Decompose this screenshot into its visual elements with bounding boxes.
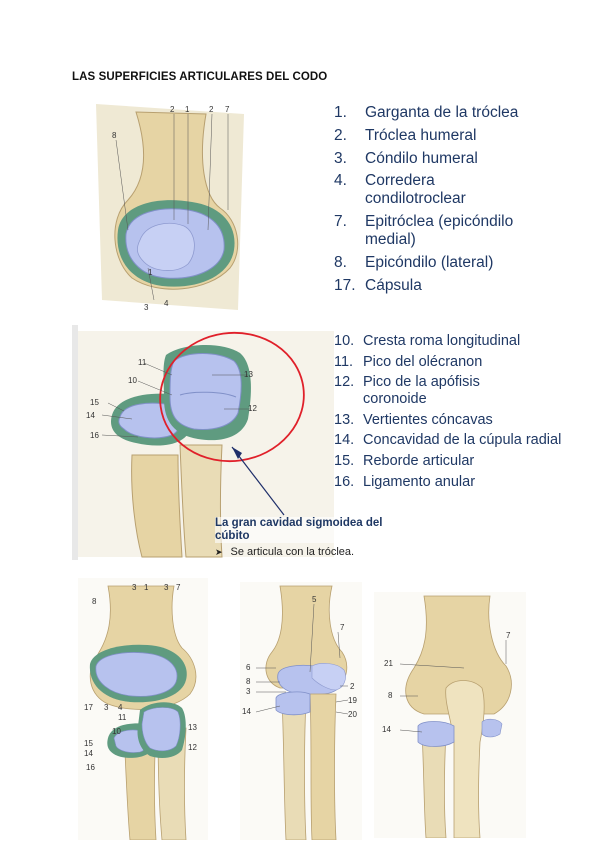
figure5-label-8: 8 bbox=[388, 691, 393, 700]
list-item-number: 10. bbox=[334, 333, 355, 349]
list-item: 17. Cápsula bbox=[334, 277, 565, 295]
figure3-label-16: 16 bbox=[86, 763, 95, 772]
list-item-number: 14. bbox=[334, 432, 355, 449]
list-item-text: Cresta roma longitudinal bbox=[363, 333, 521, 349]
list-item-text: Cóndilo humeral bbox=[365, 149, 478, 167]
figure1-label-1: 1 bbox=[185, 105, 190, 114]
list-item-text: Vertientes cóncavas bbox=[363, 411, 493, 428]
list-item: 12. Pico de la apófisis coronoide bbox=[334, 374, 563, 407]
list-item-number: 17. bbox=[334, 276, 356, 294]
list-item-number: 4. bbox=[334, 172, 347, 190]
figure1-label-2b: 2 bbox=[209, 105, 214, 114]
list-item-number: 2. bbox=[334, 126, 347, 144]
figure1-label-2a: 2 bbox=[170, 105, 175, 114]
list-item-text: Corredera condilotroclear bbox=[365, 172, 466, 208]
list-item: 2. Tróclea humeral bbox=[334, 127, 565, 145]
list-item: 3. Cóndilo humeral bbox=[334, 150, 565, 168]
figure3-label-8: 8 bbox=[92, 597, 97, 606]
figure2-label-15: 15 bbox=[90, 398, 99, 407]
figure3-label-3c: 3 bbox=[104, 703, 109, 712]
list-item: 15. Reborde articular bbox=[334, 453, 563, 470]
list-item-text: Pico de la apófisis coronoide bbox=[363, 374, 480, 408]
figure1-label-3: 3 bbox=[144, 303, 149, 312]
figure-elbow-anterior: 5 7 6 8 3 2 14 19 20 bbox=[240, 582, 362, 840]
list-item-number: 1. bbox=[334, 104, 347, 121]
figure3-label-7: 7 bbox=[176, 583, 181, 592]
figure2-label-10: 10 bbox=[128, 376, 137, 385]
figure3-label-10: 10 bbox=[112, 727, 121, 736]
figure3-label-12: 12 bbox=[188, 743, 197, 752]
figure5-label-7: 7 bbox=[506, 631, 511, 640]
figure4-label-6: 6 bbox=[246, 663, 251, 672]
figure3-label-15: 15 bbox=[84, 739, 93, 748]
arrow-bullet-icon: ➤ bbox=[215, 547, 223, 557]
figure4-label-20: 20 bbox=[348, 710, 357, 719]
list-item-number: 13. bbox=[334, 411, 355, 428]
list-item-number: 11. bbox=[334, 353, 354, 370]
figure2-label-12: 12 bbox=[248, 404, 257, 413]
list-item: 1. Garganta de la tróclea bbox=[334, 104, 565, 122]
list-humeral-surfaces: 1. Garganta de la tróclea 2. Tróclea humer… bbox=[334, 104, 565, 299]
figure3-label-1: 1 bbox=[144, 583, 149, 592]
list-item: 8. Epicóndilo (lateral) bbox=[334, 254, 565, 272]
figure1-label-1b: 1 bbox=[148, 268, 153, 277]
figure4-label-2: 2 bbox=[350, 682, 355, 691]
list-item: 11. Pico del olécranon bbox=[334, 354, 563, 371]
list-item-text: Cápsula bbox=[365, 276, 422, 294]
list-item-text: Pico del olécranon bbox=[363, 353, 483, 370]
list-item-number: 7. bbox=[334, 213, 347, 231]
bullet-note: ➤ Se articula con la tróclea. bbox=[215, 546, 354, 558]
list-item: 16. Ligamento anular bbox=[334, 474, 563, 491]
list-item-number: 16. bbox=[334, 473, 355, 490]
figure3-label-3a: 3 bbox=[132, 583, 137, 592]
list-radioulnar-surfaces: 10. Cresta roma longitudinal 11. Pico del … bbox=[334, 333, 563, 494]
list-item: 4. Corredera condilotroclear bbox=[334, 172, 565, 208]
list-item-text: Concavidad de la cúpula radial bbox=[363, 432, 562, 449]
list-item: 14. Concavidad de la cúpula radial bbox=[334, 432, 563, 449]
figure-elbow-posterior: 7 21 8 14 bbox=[374, 592, 526, 838]
figure-caption: La gran cavidad sigmoidea del cúbito bbox=[215, 517, 400, 543]
list-item-number: 8. bbox=[334, 253, 347, 271]
list-item-text: Ligamento anular bbox=[363, 473, 476, 490]
figure3-label-17: 17 bbox=[84, 703, 93, 712]
figure3-label-4: 4 bbox=[118, 703, 123, 712]
figure4-label-5: 5 bbox=[312, 595, 317, 604]
figure4-label-7: 7 bbox=[340, 623, 345, 632]
figure1-label-7: 7 bbox=[225, 105, 230, 114]
figure5-label-21: 21 bbox=[384, 659, 393, 668]
figure-combined-surfaces: 8 3 1 3 7 17 3 4 11 10 15 14 16 13 12 bbox=[78, 578, 208, 840]
figure2-label-13: 13 bbox=[244, 370, 253, 379]
list-item-number: 12. bbox=[334, 374, 355, 391]
figure3-label-11: 11 bbox=[118, 713, 127, 722]
figure3-label-14: 14 bbox=[84, 749, 93, 758]
figure1-label-8: 8 bbox=[112, 131, 117, 140]
figure3-label-3b: 3 bbox=[164, 583, 169, 592]
figure2-label-11: 11 bbox=[138, 358, 147, 367]
list-item: 13. Vertientes cóncavas bbox=[334, 412, 563, 429]
figure4-label-19: 19 bbox=[348, 696, 357, 705]
figure-humerus-inferior: 8 2 1 2 7 1 4 3 bbox=[88, 100, 248, 312]
figure-radius-ulna-superior: 11 10 15 14 16 13 12 bbox=[72, 325, 337, 560]
list-item-text: Tróclea humeral bbox=[365, 126, 477, 144]
list-item-text: Epicóndilo (lateral) bbox=[365, 253, 494, 271]
list-item-text: Reborde articular bbox=[363, 453, 475, 470]
figure5-label-14: 14 bbox=[382, 725, 391, 734]
figure3-label-13: 13 bbox=[188, 723, 197, 732]
figure4-label-8: 8 bbox=[246, 677, 251, 686]
figure2-label-16: 16 bbox=[90, 431, 99, 440]
list-item-text: Garganta de la tróclea bbox=[365, 104, 519, 121]
figure4-label-3: 3 bbox=[246, 687, 251, 696]
page-title: LAS SUPERFICIES ARTICULARES DEL CODO bbox=[72, 71, 328, 83]
list-item-number: 15. bbox=[334, 453, 355, 470]
figure4-label-14: 14 bbox=[242, 707, 251, 716]
list-item-number: 3. bbox=[334, 149, 347, 167]
bullet-text: Se articula con la tróclea. bbox=[230, 546, 355, 558]
list-item-text: Epitróclea (epicóndilo medial) bbox=[365, 213, 514, 248]
figure1-label-4: 4 bbox=[164, 299, 169, 308]
figure2-label-14: 14 bbox=[86, 411, 95, 420]
list-item: 7. Epitróclea (epicóndilo medial) bbox=[334, 213, 565, 249]
list-item: 10. Cresta roma longitudinal bbox=[334, 333, 563, 350]
